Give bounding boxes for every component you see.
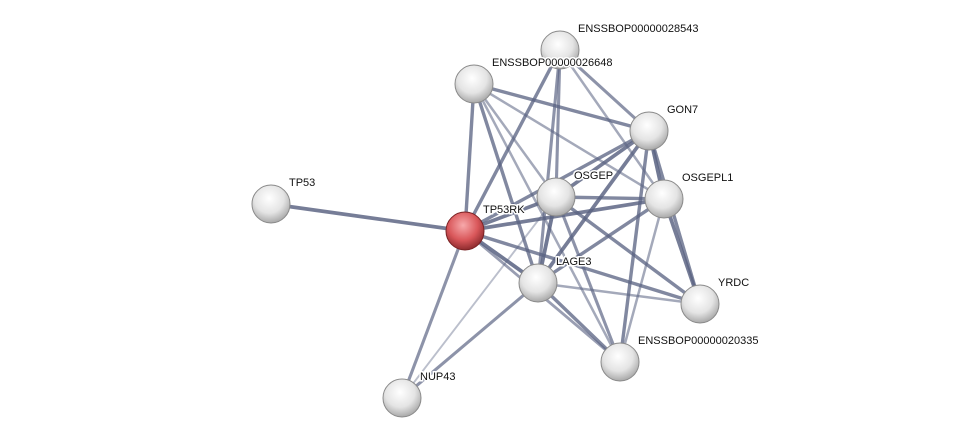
node-label: OSGEPL1 — [682, 172, 733, 184]
edge-enssbop00000026648-gon7[interactable] — [473, 82, 650, 133]
edge-osgepl1-lage3[interactable] — [537, 197, 665, 285]
node-bubble[interactable] — [644, 179, 684, 219]
edge-enssbop00000026648-enssbop00000020335[interactable] — [472, 83, 622, 363]
node-bubble[interactable] — [382, 378, 422, 418]
node-osgep[interactable]: OSGEP — [536, 169, 615, 217]
node-bubble[interactable] — [600, 342, 640, 382]
node-label: ENSSBOP00000028543 — [578, 23, 698, 35]
node-enssbop00000028543[interactable]: ENSSBOP00000028543 — [540, 22, 700, 70]
node-bubble[interactable] — [540, 30, 580, 70]
node-nup43[interactable]: NUP43 — [382, 370, 457, 418]
node-bubble[interactable] — [629, 111, 669, 151]
edge-osgepl1-enssbop00000020335[interactable] — [618, 198, 666, 363]
node-bubble[interactable] — [251, 184, 291, 224]
node-label: GON7 — [667, 104, 698, 116]
node-bubble[interactable] — [454, 64, 494, 104]
node-lage3[interactable]: LAGE3 — [518, 255, 593, 303]
node-enssbop00000026648[interactable]: ENSSBOP00000026648 — [454, 56, 614, 104]
edge-enssbop00000028543-gon7[interactable] — [558, 48, 651, 133]
node-label: ENSSBOP00000020335 — [638, 335, 758, 347]
edge-osgep-yrdc[interactable] — [554, 195, 702, 306]
edge-enssbop00000028543-lage3[interactable] — [536, 49, 562, 284]
node-label: ENSSBOP00000026648 — [492, 57, 612, 69]
edge-tp53rk-enssbop00000026648[interactable] — [463, 83, 476, 232]
node-gon7[interactable]: GON7 — [629, 103, 700, 151]
edge-tp53-tp53rk[interactable] — [270, 202, 466, 233]
edge-osgep-nup43[interactable] — [401, 196, 557, 399]
node-tp53rk[interactable]: TP53RK — [445, 203, 527, 251]
node-bubble[interactable] — [680, 284, 720, 324]
node-bubble[interactable] — [445, 211, 485, 251]
edge-enssbop00000026648-osgepl1[interactable] — [473, 82, 665, 201]
edge-gon7-enssbop00000020335[interactable] — [618, 130, 651, 363]
edge-tp53rk-nup43[interactable] — [400, 230, 467, 399]
edge-osgep-enssbop00000020335[interactable] — [554, 196, 622, 363]
node-bubble[interactable] — [518, 263, 558, 303]
edge-tp53rk-enssbop00000028543[interactable] — [463, 49, 562, 232]
edge-gon7-lage3[interactable] — [536, 129, 651, 285]
edge-enssbop00000026648-osgep[interactable] — [472, 83, 558, 198]
edge-enssbop00000026648-lage3[interactable] — [472, 83, 540, 284]
node-enssbop00000020335[interactable]: ENSSBOP00000020335 — [600, 334, 760, 382]
edge-lage3-yrdc[interactable] — [537, 281, 701, 306]
node-bubble[interactable] — [536, 177, 576, 217]
node-osgepl1[interactable]: OSGEPL1 — [644, 171, 735, 219]
node-label: YRDC — [718, 277, 749, 289]
node-label: LAGE3 — [556, 256, 591, 268]
node-label: OSGEP — [574, 170, 613, 182]
node-label: TP53RK — [483, 204, 525, 216]
edge-lage3-nup43[interactable] — [400, 281, 540, 400]
edge-enssbop00000028543-osgepl1[interactable] — [558, 49, 666, 200]
node-yrdc[interactable]: YRDC — [680, 276, 751, 324]
node-tp53[interactable]: TP53 — [251, 176, 317, 224]
edge-enssbop00000028543-osgep[interactable] — [554, 49, 562, 198]
node-label: NUP43 — [420, 371, 455, 383]
node-label: TP53 — [289, 177, 315, 189]
